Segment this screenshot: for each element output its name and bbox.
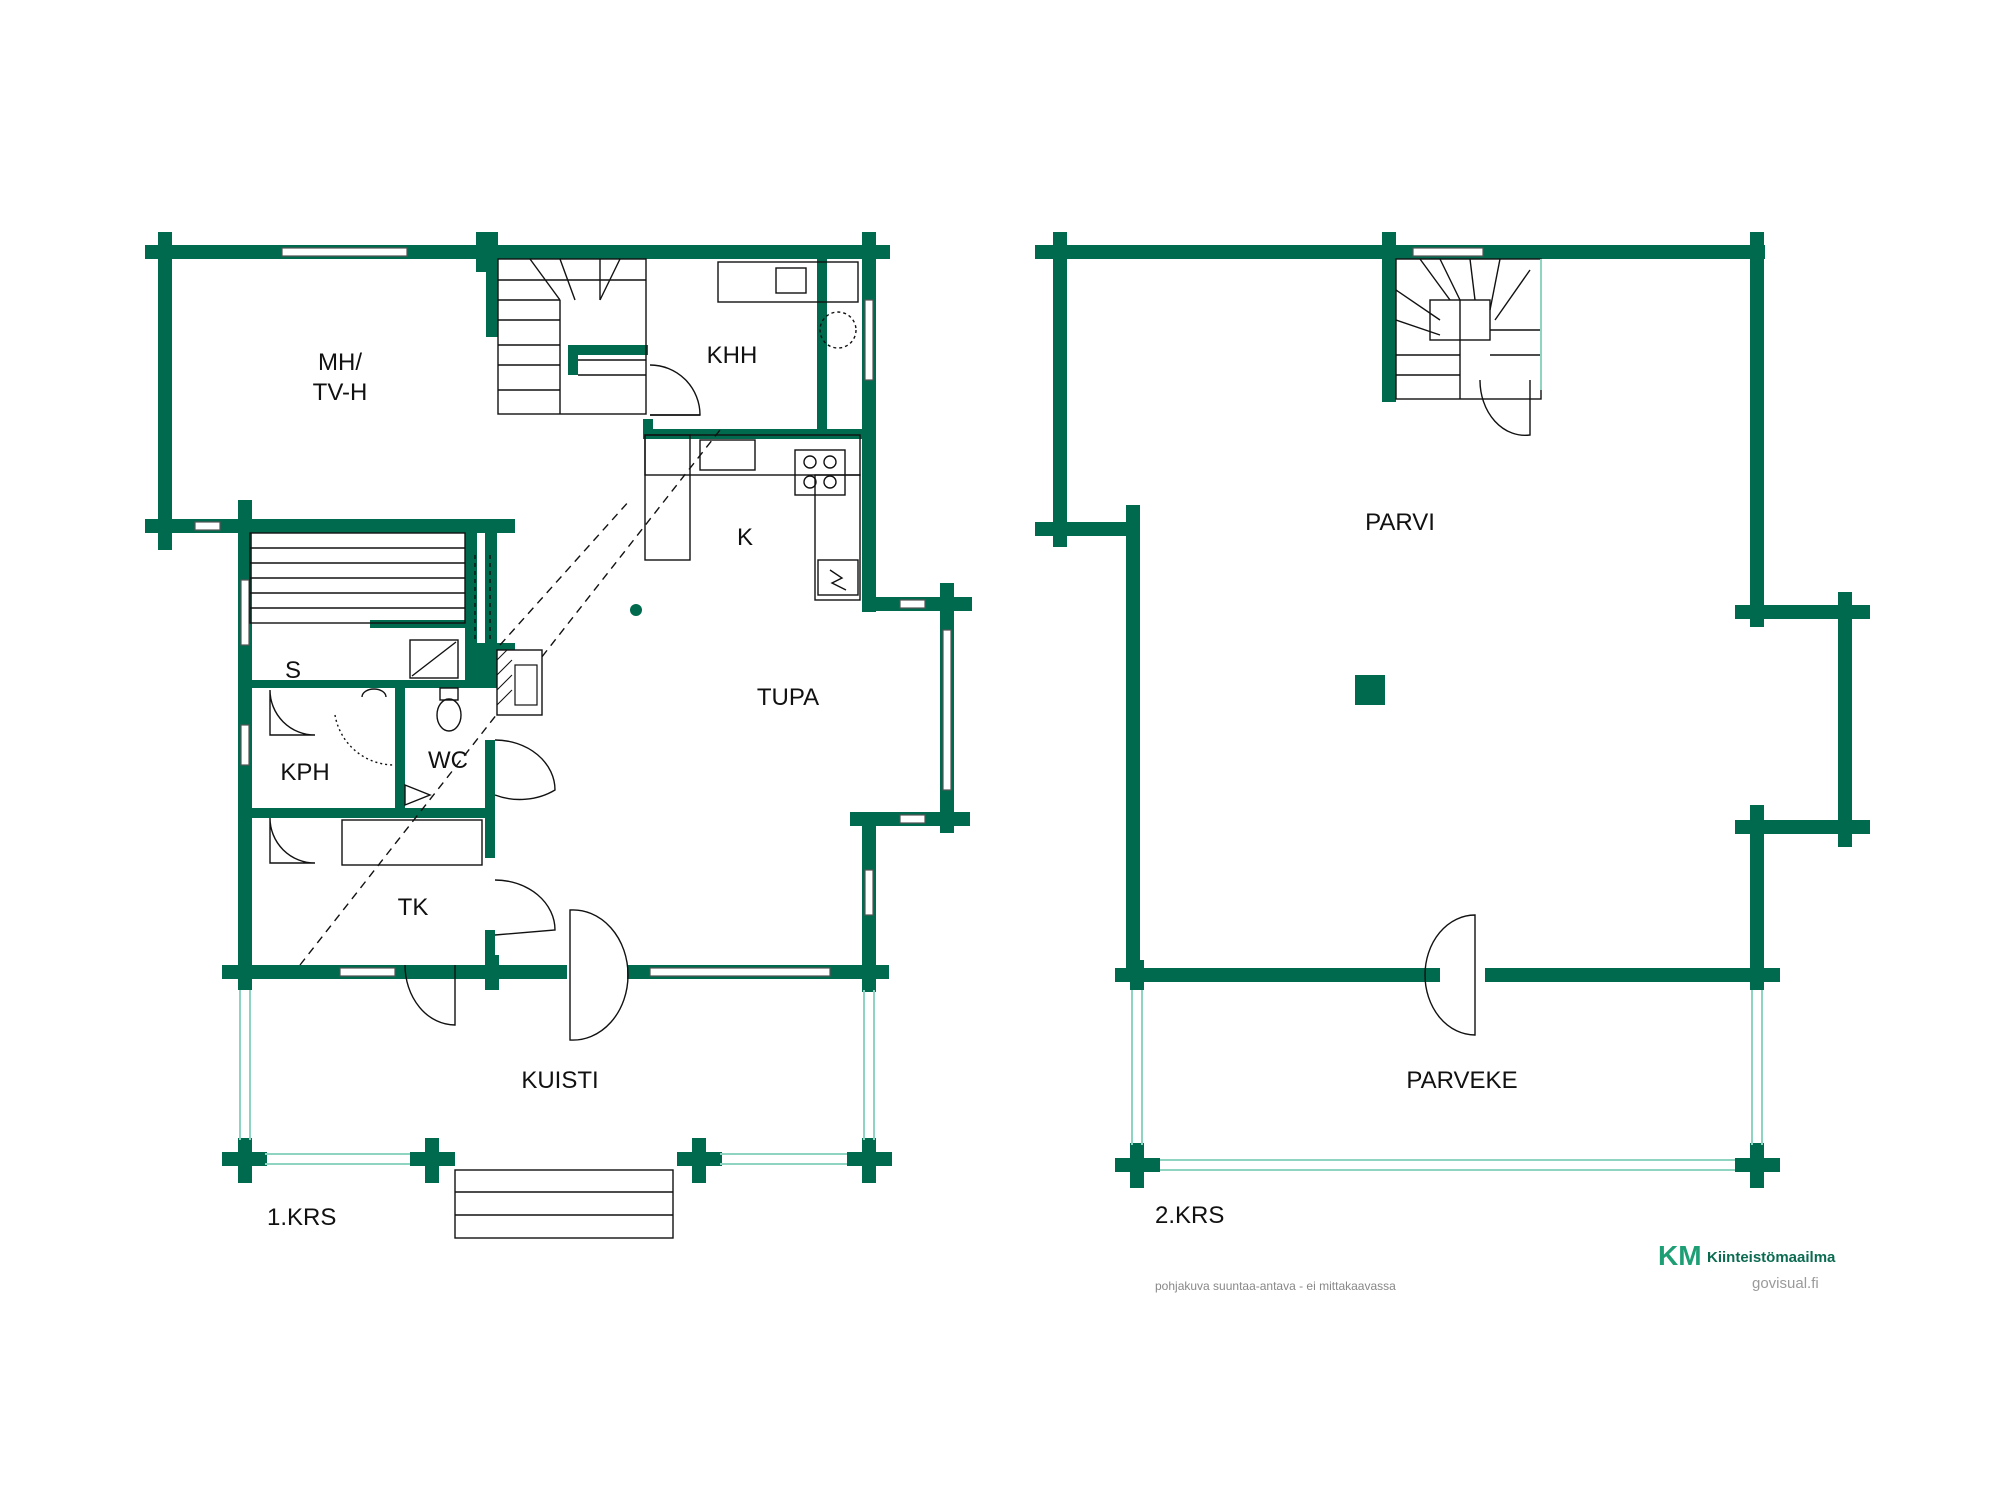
footer: pohjakuva suuntaa-antava - ei mittakaava… [1155,1240,1836,1293]
room-label-tupa: TUPA [757,684,819,711]
floor1-stairs [497,258,647,415]
floor1-windows [194,247,952,977]
credit-text: govisual.fi [1752,1275,1819,1292]
room-label-parvi: PARVI [1365,509,1435,536]
room-label-tk: TK [398,894,429,921]
floor1-doors [269,364,701,1041]
room-label-k: K [737,524,753,551]
floor2-windows [1412,247,1484,257]
column-marker [630,604,642,616]
sauna-benches [249,532,491,866]
floor1-label: 1.KRS [267,1204,336,1231]
porch-steps [454,1169,674,1239]
floor2-label: 2.KRS [1155,1202,1224,1229]
porch-glass [239,990,875,1165]
logo-name: Kiinteistömaailma [1707,1249,1836,1266]
room-label-parveke: PARVEKE [1406,1067,1517,1094]
room-label-khh: KHH [707,342,758,369]
disclaimer-text: pohjakuva suuntaa-antava - ei mittakaava… [1155,1279,1396,1293]
floor1-walls [145,232,972,1183]
room-label-kph: KPH [280,759,329,786]
balcony-glass [1131,990,1763,1171]
floor2-stairs [1395,258,1542,437]
fireplace [496,649,543,716]
floor2-walls [1035,232,1870,1188]
floor2-room-labels: PARVI PARVEKE 2.KRS [1155,509,1518,1229]
kitchen-counters [299,261,861,966]
room-label-mh: MH/ [318,349,362,376]
room-label-tvh: TV-H [313,379,368,406]
room-label-s: S [285,657,301,684]
floor2-door [1424,914,1476,1036]
room-label-wc: WC [428,747,468,774]
floor1-room-labels: MH/ TV-H KHH K TUPA S KPH WC TK KUISTI 1… [267,342,819,1231]
logo-mark: KM [1658,1240,1702,1271]
room-label-kuisti: KUISTI [521,1067,598,1094]
